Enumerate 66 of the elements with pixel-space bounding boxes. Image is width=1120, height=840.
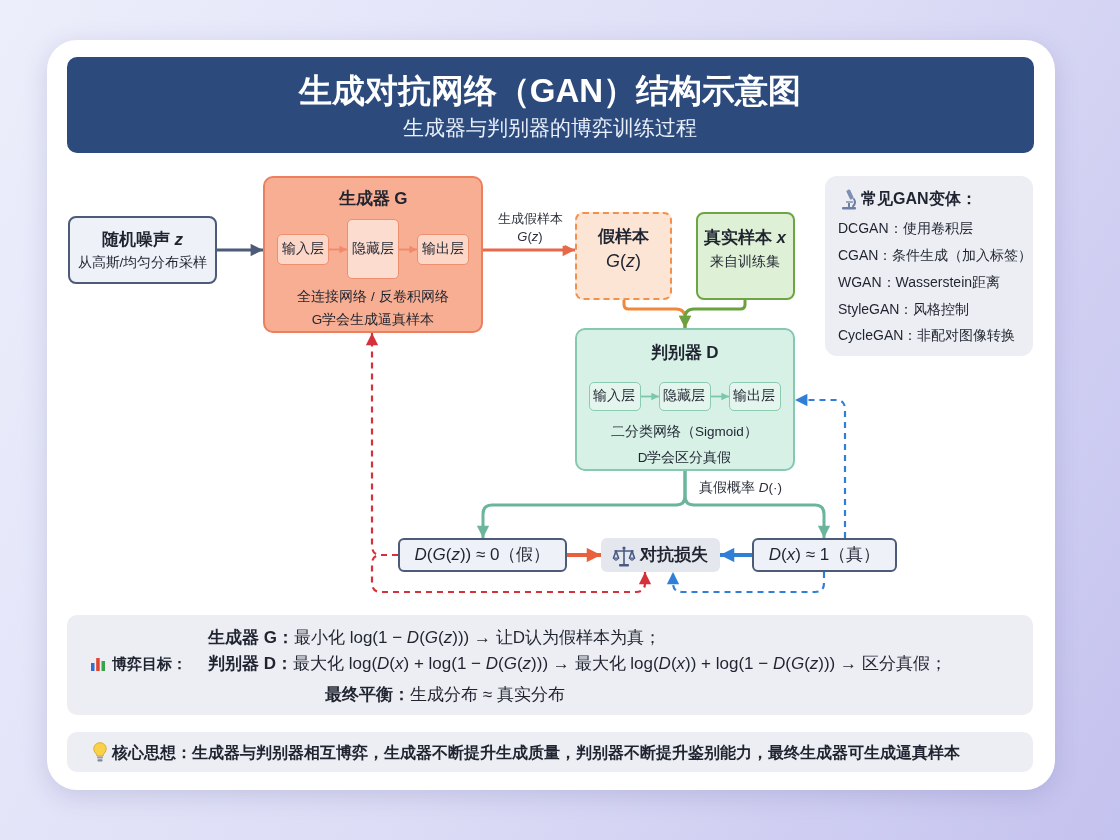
process-box — [263, 176, 483, 333]
box-text: 全连接网络 / 反卷积网络 — [297, 288, 449, 306]
info-panel — [825, 176, 1033, 356]
box-text: CycleGAN：非配对图像转换 — [838, 327, 1016, 345]
dashed-arrow — [795, 393, 847, 538]
arrow — [720, 547, 752, 563]
note-panel — [67, 732, 1033, 772]
layer-box — [588, 381, 641, 411]
arrow — [567, 547, 601, 563]
process-box — [68, 216, 217, 284]
box-text: DCGAN：使用卷积层 — [838, 220, 973, 238]
box-label: D(G(z)) ≈ 0（假） — [414, 544, 551, 566]
process-box — [696, 212, 795, 300]
arrow — [217, 243, 263, 257]
layer-box — [658, 381, 711, 411]
layer-box — [347, 219, 399, 279]
box-heading: 常见GAN变体： — [861, 189, 977, 209]
box-heading: 随机噪声 z — [101, 229, 184, 251]
box-text: G学会生成逼真样本 — [311, 311, 435, 329]
box-label: 隐藏层 — [663, 387, 705, 404]
box-text: 生成器 G：最小化 log(1 − D(G(z))) → 让D认为假样本为真； — [208, 627, 661, 649]
arrow — [678, 300, 747, 328]
edge-label: 生成假样本 G(z) — [495, 209, 565, 247]
box-text: 二分类网络（Sigmoid） — [611, 423, 758, 440]
box-heading: 判别器 D — [650, 341, 719, 364]
box-text: WGAN：Wasserstein距离 — [838, 274, 1001, 292]
arrow — [483, 243, 575, 257]
layer-box — [417, 234, 469, 265]
subtitle-text: 生成器与判别器的博弈训练过程 — [403, 114, 697, 141]
layer-box — [277, 234, 329, 265]
box-text: StyleGAN：风格控制 — [838, 300, 970, 319]
arrow — [683, 471, 831, 538]
layer-box — [728, 381, 781, 411]
box-text: D学会区分真假 — [637, 449, 732, 466]
dashed-arrow — [370, 553, 652, 594]
box-text: 来自训练集 — [710, 253, 780, 270]
arrow — [328, 245, 348, 254]
process-box — [752, 538, 897, 572]
box-text: 从高斯/均匀分布采样 — [77, 254, 208, 272]
box-label: 输入层 — [281, 240, 324, 258]
edge-label: 真假概率 D(·) — [697, 479, 784, 497]
dashed-box — [575, 212, 672, 300]
box-heading: 真实样本 x — [704, 226, 786, 247]
arrow — [398, 245, 418, 254]
arrow — [640, 392, 660, 401]
arrow — [710, 392, 730, 401]
box-text: 最终平衡：生成分布 ≈ 真实分布 — [325, 684, 565, 706]
box-text: CGAN：条件生成（加入标签） — [838, 247, 1033, 265]
process-box — [398, 538, 567, 572]
box-heading: 生成器 G — [338, 188, 408, 210]
dashed-arrow — [666, 572, 826, 594]
box-label: 隐藏层 — [351, 240, 394, 257]
box-text: G(z) — [606, 249, 641, 273]
box-label: 对抗损失 — [640, 544, 708, 566]
process-box — [575, 328, 795, 471]
process-box — [601, 538, 720, 572]
info-panel — [67, 615, 1033, 715]
box-label: 输入层 — [593, 387, 635, 404]
box-heading: 假样本 — [598, 226, 649, 248]
box-label: D(x) ≈ 1（真） — [768, 544, 881, 566]
box-label: 输出层 — [733, 387, 775, 404]
box-heading: 博弈目标： — [112, 654, 187, 674]
box-label: 核心思想：生成器与判别器相互博弈，生成器不断提升生成质量，判别器不断提升鉴别能力，最终生成器可生成逼真样本 — [112, 741, 960, 763]
box-label: 输出层 — [421, 240, 464, 258]
title-text: 生成对抗网络（GAN）结构示意图 — [298, 71, 802, 112]
box-text: 判别器 D：最大化 log(D(x) + log(1 − D(G(z))) → 最大化 log(D(x)) + log(1 − D(G(z))) → 区分真假； — [208, 653, 947, 675]
